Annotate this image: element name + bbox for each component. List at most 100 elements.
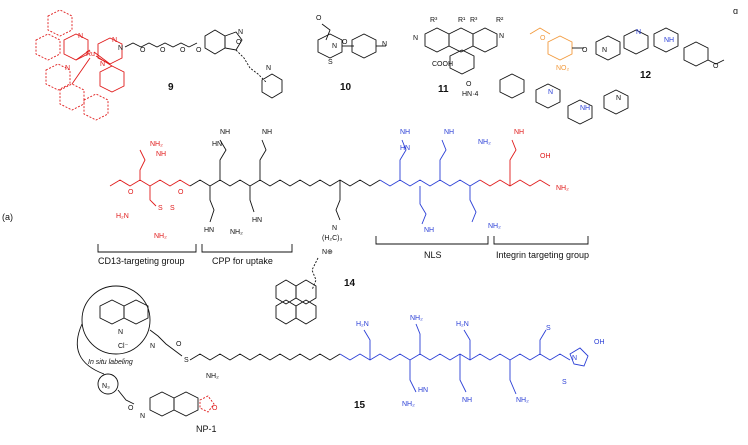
o-label-10b: O <box>342 39 348 46</box>
r3-label-a: R³ <box>430 17 438 24</box>
ring-11c <box>472 27 498 53</box>
ring-9b <box>35 33 61 61</box>
ring-9h <box>99 65 125 93</box>
group-label-cpp: CPP for uptake <box>212 256 273 266</box>
panel-label-a: (a) <box>2 212 13 222</box>
r2-label: R² <box>496 17 504 24</box>
backbone-15-black <box>189 353 341 361</box>
n-label-9d: N <box>112 37 117 44</box>
compound-12-number: 12 <box>640 70 652 81</box>
s-14a: S <box>158 205 163 212</box>
nh2-14e: NH₂ <box>478 139 491 146</box>
hn-14c: HN <box>252 217 262 224</box>
ring-10b <box>351 33 377 59</box>
nh-14d: NH <box>400 129 410 136</box>
compound-15-structure: N Cl⁻ In situ labeling N₃ O N O NP-1 N O… <box>76 285 605 434</box>
nh-label-11: NH <box>580 105 590 112</box>
ring-9g <box>97 37 123 65</box>
h2n-15b: H₂N <box>456 321 469 328</box>
hn-14a: HN <box>204 227 214 234</box>
nh-label-12: NH <box>664 37 674 44</box>
s-label-15b: S <box>546 325 551 332</box>
compound-15-number: 15 <box>354 400 366 411</box>
group-label-nls: NLS <box>424 250 442 260</box>
backbone-15-blue <box>339 353 571 361</box>
no2-label-12: NO₂ <box>556 65 570 72</box>
o-label-12b: O <box>713 63 719 70</box>
ring-9e <box>83 93 109 121</box>
nh2-15b: NH₂ <box>410 315 423 322</box>
h2n-14: H₂N <box>116 213 129 220</box>
bracket-integrin <box>493 236 589 245</box>
corner-symbol: ɑ <box>733 6 738 16</box>
ring-np1-red <box>199 395 215 413</box>
ring-12c <box>623 29 649 55</box>
backbone-14-black <box>189 179 381 187</box>
s-14b: S <box>170 205 175 212</box>
cooh-label-11: COOH <box>432 61 453 68</box>
n-label-proline: N <box>572 355 577 362</box>
n-label-9b: N <box>100 61 105 68</box>
nh2-14a: NH₂ <box>150 141 163 148</box>
ring-11e <box>499 73 525 99</box>
nh-14f: NH <box>424 227 434 234</box>
r3-label-b: R³ <box>470 17 478 24</box>
o-label-12: O <box>540 35 546 42</box>
oh-14: OH <box>540 153 551 160</box>
o-label-np1a: O <box>128 405 134 412</box>
compound-11-number: 11 <box>438 84 449 95</box>
nh-14b: NH <box>220 129 230 136</box>
azide-circle <box>97 373 119 395</box>
nh2-15d: NH₂ <box>516 397 529 404</box>
ring-12a <box>547 35 573 61</box>
azide-label: N₃ <box>102 383 110 390</box>
nh2-14d: NH₂ <box>488 223 501 230</box>
n-label-10b: N <box>382 41 387 48</box>
n-label-11d: N <box>616 95 621 102</box>
h2n-15a: H₂N <box>356 321 369 328</box>
o-label-15a: O <box>176 341 182 348</box>
n-label-np1: N <box>140 413 145 420</box>
np1-label: NP-1 <box>196 424 217 434</box>
hn-15a: HN <box>418 387 428 394</box>
peg-o3: O <box>180 47 186 54</box>
in-situ-label: In situ labeling <box>88 359 133 366</box>
bracket-nls <box>375 236 489 245</box>
o-14b: O <box>128 189 134 196</box>
ring-9f <box>63 33 89 61</box>
n-triazole-14: N <box>332 225 337 232</box>
compound-14-structure: NH₂ NH S S H₂N NH₂ O O HN NH HN NH HN NH… <box>97 129 589 325</box>
hn-14b: HN <box>212 141 222 148</box>
group-label-cd13: CD13-targeting group <box>98 256 185 266</box>
nh2-15c: NH₂ <box>402 401 415 408</box>
ring-12d <box>653 27 679 53</box>
indolium-o-9: O <box>236 39 242 46</box>
ring-9d <box>59 83 85 111</box>
ring-15b <box>123 299 149 325</box>
nh2-14b: NH₂ <box>154 233 167 240</box>
hn-linker-11: HN·4 <box>462 91 478 98</box>
n-label-9c: N <box>78 33 83 40</box>
in-situ-arc <box>76 323 105 375</box>
compound-10-structure: O N O S N 10 <box>316 15 387 93</box>
ring-11f <box>535 83 561 109</box>
nh2-15a: NH₂ <box>206 373 219 380</box>
nh-15a: NH <box>462 397 472 404</box>
ring-9j <box>224 31 243 51</box>
bracket-cd13 <box>97 244 197 253</box>
ring-11h <box>603 89 629 115</box>
o-14a: O <box>178 189 184 196</box>
ring-14c <box>275 279 297 305</box>
bracket-cpp <box>201 244 293 253</box>
ring-9a <box>47 9 73 37</box>
compound-9-structure: Ru N N N N N O O O O N O N 9 <box>35 9 283 121</box>
r1-label: R¹ <box>458 17 466 24</box>
nplus-14: N⊕ <box>322 249 333 256</box>
ring-15a <box>99 299 125 325</box>
ring-12e <box>683 41 709 67</box>
s-label-10: S <box>328 59 333 66</box>
compound-12-structure: O NO₂ O N N NH O 12 <box>529 27 725 81</box>
ring-11g <box>567 99 593 125</box>
ring-11a <box>424 27 450 53</box>
compound-14-number: 14 <box>344 278 356 289</box>
